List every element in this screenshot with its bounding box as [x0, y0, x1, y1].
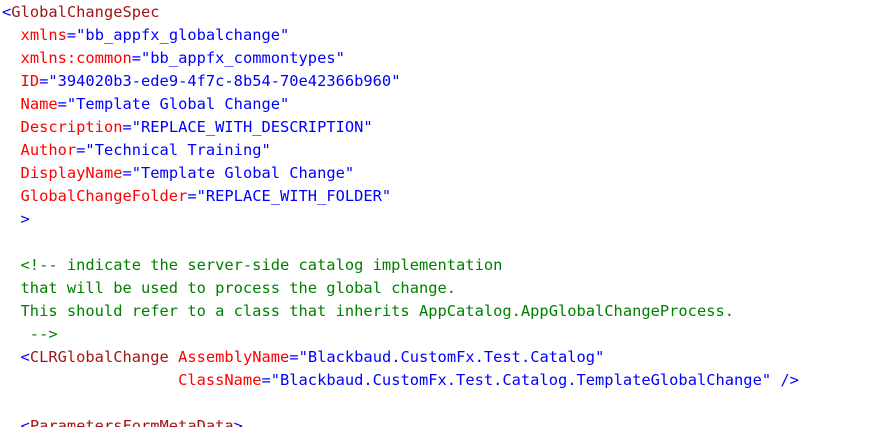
code-token: Description [20, 118, 123, 136]
code-token: xmlns:common [20, 49, 132, 67]
code-token: AssemblyName [178, 348, 290, 366]
code-token [2, 95, 21, 113]
code-line: Name="Template Global Change" [2, 93, 799, 116]
code-token: that will be used to process the global … [2, 279, 457, 297]
code-line: xmlns="bb_appfx_globalchange" [2, 24, 799, 47]
code-token: ParametersFormMetaData [29, 417, 234, 427]
code-token: ="Template Global Change" [122, 164, 355, 182]
code-token: ="394020b3-ede9-4f7c-8b54-70e42366b960" [39, 72, 401, 90]
code-token [2, 26, 21, 44]
code-line: ClassName="Blackbaud.CustomFx.Test.Catal… [2, 369, 799, 392]
code-token: Name [20, 95, 58, 113]
code-token: < [2, 3, 12, 21]
code-token: ="Blackbaud.CustomFx.Test.Catalog.Templa… [261, 371, 772, 389]
code-token: > [2, 210, 30, 228]
code-line [2, 392, 799, 415]
code-token: > [233, 417, 243, 427]
code-line: Description="REPLACE_WITH_DESCRIPTION" [2, 116, 799, 139]
code-token: ="bb_appfx_globalchange" [66, 26, 290, 44]
code-line: ID="394020b3-ede9-4f7c-8b54-70e42366b960… [2, 70, 799, 93]
code-line: DisplayName="Template Global Change" [2, 162, 799, 185]
code-line: xmlns:common="bb_appfx_commontypes" [2, 47, 799, 70]
code-token [2, 141, 21, 159]
code-token: xmlns [20, 26, 67, 44]
code-line: Author="Technical Training" [2, 139, 799, 162]
code-token: CLRGlobalChange [29, 348, 169, 366]
code-token: /> [771, 371, 799, 389]
code-token: This should refer to a class that inheri… [2, 302, 735, 320]
code-token: --> [2, 325, 58, 343]
code-token: ="REPLACE_WITH_FOLDER" [187, 187, 392, 205]
code-token: Author [20, 141, 77, 159]
code-token [2, 187, 21, 205]
code-line: GlobalChangeFolder="REPLACE_WITH_FOLDER" [2, 185, 799, 208]
code-token [2, 72, 21, 90]
code-token: ="bb_appfx_commontypes" [131, 49, 345, 67]
code-token: ="Template Global Change" [57, 95, 290, 113]
code-line: --> [2, 323, 799, 346]
code-token [2, 118, 21, 136]
code-token [2, 49, 21, 67]
code-line: <GlobalChangeSpec [2, 1, 799, 24]
code-line: <CLRGlobalChange AssemblyName="Blackbaud… [2, 346, 799, 369]
code-token: < [2, 348, 30, 366]
code-token: ClassName [178, 371, 262, 389]
code-token [169, 348, 178, 366]
code-token: ="Technical Training" [76, 141, 271, 159]
code-token [2, 164, 21, 182]
code-token: ="Blackbaud.CustomFx.Test.Catalog" [289, 348, 605, 366]
code-token: <!-- indicate the server-side catalog im… [2, 256, 503, 274]
code-line [2, 231, 799, 254]
code-line: that will be used to process the global … [2, 277, 799, 300]
code-token: DisplayName [20, 164, 123, 182]
code-token: GlobalChangeSpec [11, 3, 160, 21]
code-token: < [2, 417, 30, 427]
code-line: <!-- indicate the server-side catalog im… [2, 254, 799, 277]
code-lines: <GlobalChangeSpec xmlns="bb_appfx_global… [2, 1, 799, 427]
code-token [2, 371, 178, 389]
code-token: ID [20, 72, 40, 90]
code-line: This should refer to a class that inheri… [2, 300, 799, 323]
code-line: > [2, 208, 799, 231]
code-token: ="REPLACE_WITH_DESCRIPTION" [122, 118, 373, 136]
code-token: GlobalChangeFolder [20, 187, 188, 205]
code-line: <ParametersFormMetaData> [2, 415, 799, 427]
